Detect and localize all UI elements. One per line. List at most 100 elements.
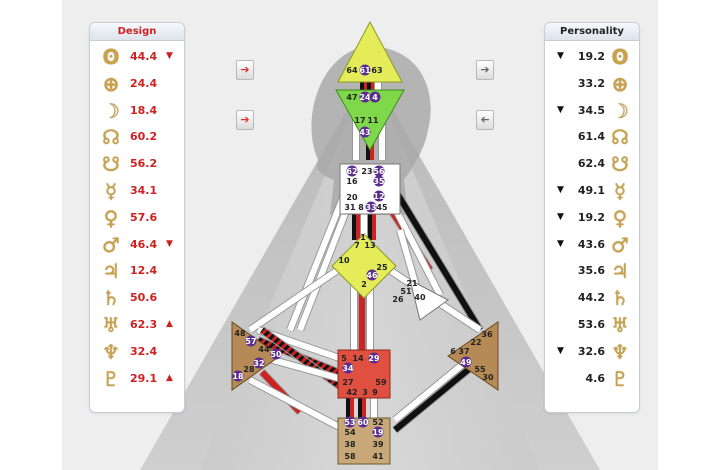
- design-gate-value: 32.4: [130, 344, 158, 358]
- saturn-icon: ♄: [102, 286, 120, 311]
- fixing-arrow-icon: ▼: [557, 238, 564, 249]
- personality-row[interactable]: ♃35.6: [545, 258, 639, 285]
- gate-number: 6: [450, 347, 456, 356]
- personality-row[interactable]: ☊ 61.4: [545, 124, 639, 151]
- gate-activation-marker: [270, 348, 282, 360]
- mercury-icon: ☿: [104, 178, 118, 203]
- gate-number: 44: [258, 345, 270, 354]
- personality-row[interactable]: ☋ 62.4: [545, 151, 639, 178]
- design-row[interactable]: ☿34.1: [90, 178, 184, 205]
- saturn-icon: ♄: [611, 286, 629, 311]
- design-row[interactable]: ♃12.4: [90, 258, 184, 285]
- gate-activation-marker: [346, 165, 358, 177]
- gate-activation-marker: [368, 352, 380, 364]
- design-row[interactable]: ♂46.4▼: [90, 232, 184, 259]
- personality-row[interactable]: ♅53.6: [545, 312, 639, 339]
- venus-icon: ♀: [612, 205, 628, 230]
- personality-next-button[interactable]: ➔: [476, 60, 494, 80]
- design-row[interactable]: ♇29.1▲: [90, 366, 184, 393]
- personality-row[interactable]: ☽34.5▼: [545, 98, 639, 125]
- gate-number: 19: [372, 428, 384, 437]
- personality-row[interactable]: ♇4.6: [545, 366, 639, 393]
- gate-number: 2: [361, 280, 367, 289]
- fixing-arrow-icon: ▼: [557, 345, 564, 356]
- gate-number: 46: [366, 271, 378, 280]
- gate-number: 38: [344, 440, 356, 449]
- design-row[interactable]: ♅62.3▲: [90, 312, 184, 339]
- gate-activation-marker: [253, 357, 265, 369]
- design-row[interactable]: ☋56.2: [90, 151, 184, 178]
- personality-gate-value: 62.4: [577, 157, 605, 171]
- g-center: [331, 233, 397, 299]
- personality-row[interactable]: ☿49.1▼: [545, 178, 639, 205]
- design-prev-button[interactable]: ➔: [236, 110, 254, 130]
- gate-number: 34: [342, 364, 354, 373]
- gate-number: 20: [346, 193, 358, 202]
- gate-activation-marker: [460, 356, 472, 368]
- design-gate-value: 62.3: [130, 317, 158, 331]
- channel-line: [248, 377, 347, 433]
- personality-row[interactable]: ♂43.6▼: [545, 232, 639, 259]
- personality-gate-value: 34.5: [577, 103, 605, 117]
- personality-gate-value: 44.2: [577, 291, 605, 305]
- personality-row[interactable]: ⊕33.2: [545, 71, 639, 98]
- fixing-arrow-icon: ▼: [166, 51, 173, 61]
- design-row[interactable]: ♆32.4: [90, 339, 184, 366]
- fixing-arrow-icon: ▼: [557, 51, 564, 61]
- gate-activation-marker: [372, 426, 384, 438]
- design-row[interactable]: ☊60.2: [90, 124, 184, 151]
- pluto-icon: ♇: [102, 366, 120, 391]
- design-gate-value: 24.4: [130, 76, 158, 90]
- gate-number: 10: [338, 256, 350, 265]
- gate-number: 51: [400, 287, 412, 296]
- fixing-arrow-icon: ▼: [557, 184, 564, 195]
- personality-gate-value: 61.4: [577, 130, 605, 144]
- personality-gate-value: 33.2: [577, 76, 605, 90]
- gate-activation-marker: [342, 362, 354, 374]
- gate-number: 30: [482, 373, 494, 382]
- north-node-icon: ☊: [611, 125, 629, 150]
- personality-row[interactable]: ♆32.6▼: [545, 339, 639, 366]
- gate-activation-marker: [232, 370, 244, 382]
- gate-activation-marker: [373, 165, 385, 177]
- personality-gate-value: 19.2: [577, 210, 605, 224]
- gate-number: 32: [253, 359, 264, 368]
- personality-row[interactable]: ♀ 19.2 ▼: [545, 205, 639, 232]
- gate-activation-marker: [359, 126, 371, 138]
- design-gate-value: 56.2: [130, 157, 158, 171]
- gate-number: 57: [245, 337, 256, 346]
- personality-row[interactable]: ♄ 44.2: [545, 285, 639, 312]
- gate-activation-marker: [357, 416, 369, 428]
- gate-activation-marker: [366, 269, 378, 281]
- uranus-icon: ♅: [611, 312, 629, 337]
- channel-line: [393, 208, 443, 297]
- design-gate-value: 44.4: [130, 50, 158, 63]
- personality-prev-button[interactable]: ➔: [476, 110, 494, 130]
- design-gate-value: 46.4: [130, 237, 158, 251]
- personality-gate-value: 43.6: [577, 237, 605, 251]
- design-next-button[interactable]: ➔: [236, 60, 254, 80]
- gate-number: 49: [460, 358, 472, 367]
- design-row[interactable]: ♀57.6: [90, 205, 184, 232]
- gate-activation-marker: [359, 64, 371, 76]
- design-row[interactable]: ☽18.4: [90, 98, 184, 125]
- gate-activation-marker: [373, 175, 385, 187]
- head-center: [337, 20, 403, 83]
- mercury-icon: ☿: [613, 178, 627, 203]
- gate-number: 25: [376, 263, 388, 272]
- mars-icon: ♂: [102, 232, 120, 257]
- gate-number: 28: [243, 365, 255, 374]
- design-gate-value: 18.4: [130, 103, 158, 117]
- gate-number: 35: [373, 177, 385, 186]
- design-row[interactable]: ♄50.6: [90, 285, 184, 312]
- design-gate-value: 60.2: [130, 130, 158, 144]
- fixing-arrow-icon: ▼: [557, 211, 564, 222]
- south-node-icon: ☋: [611, 152, 629, 177]
- design-row[interactable]: ⊕24.4: [90, 71, 184, 98]
- gate-number: 14: [352, 354, 364, 363]
- gate-number: 37: [458, 347, 469, 356]
